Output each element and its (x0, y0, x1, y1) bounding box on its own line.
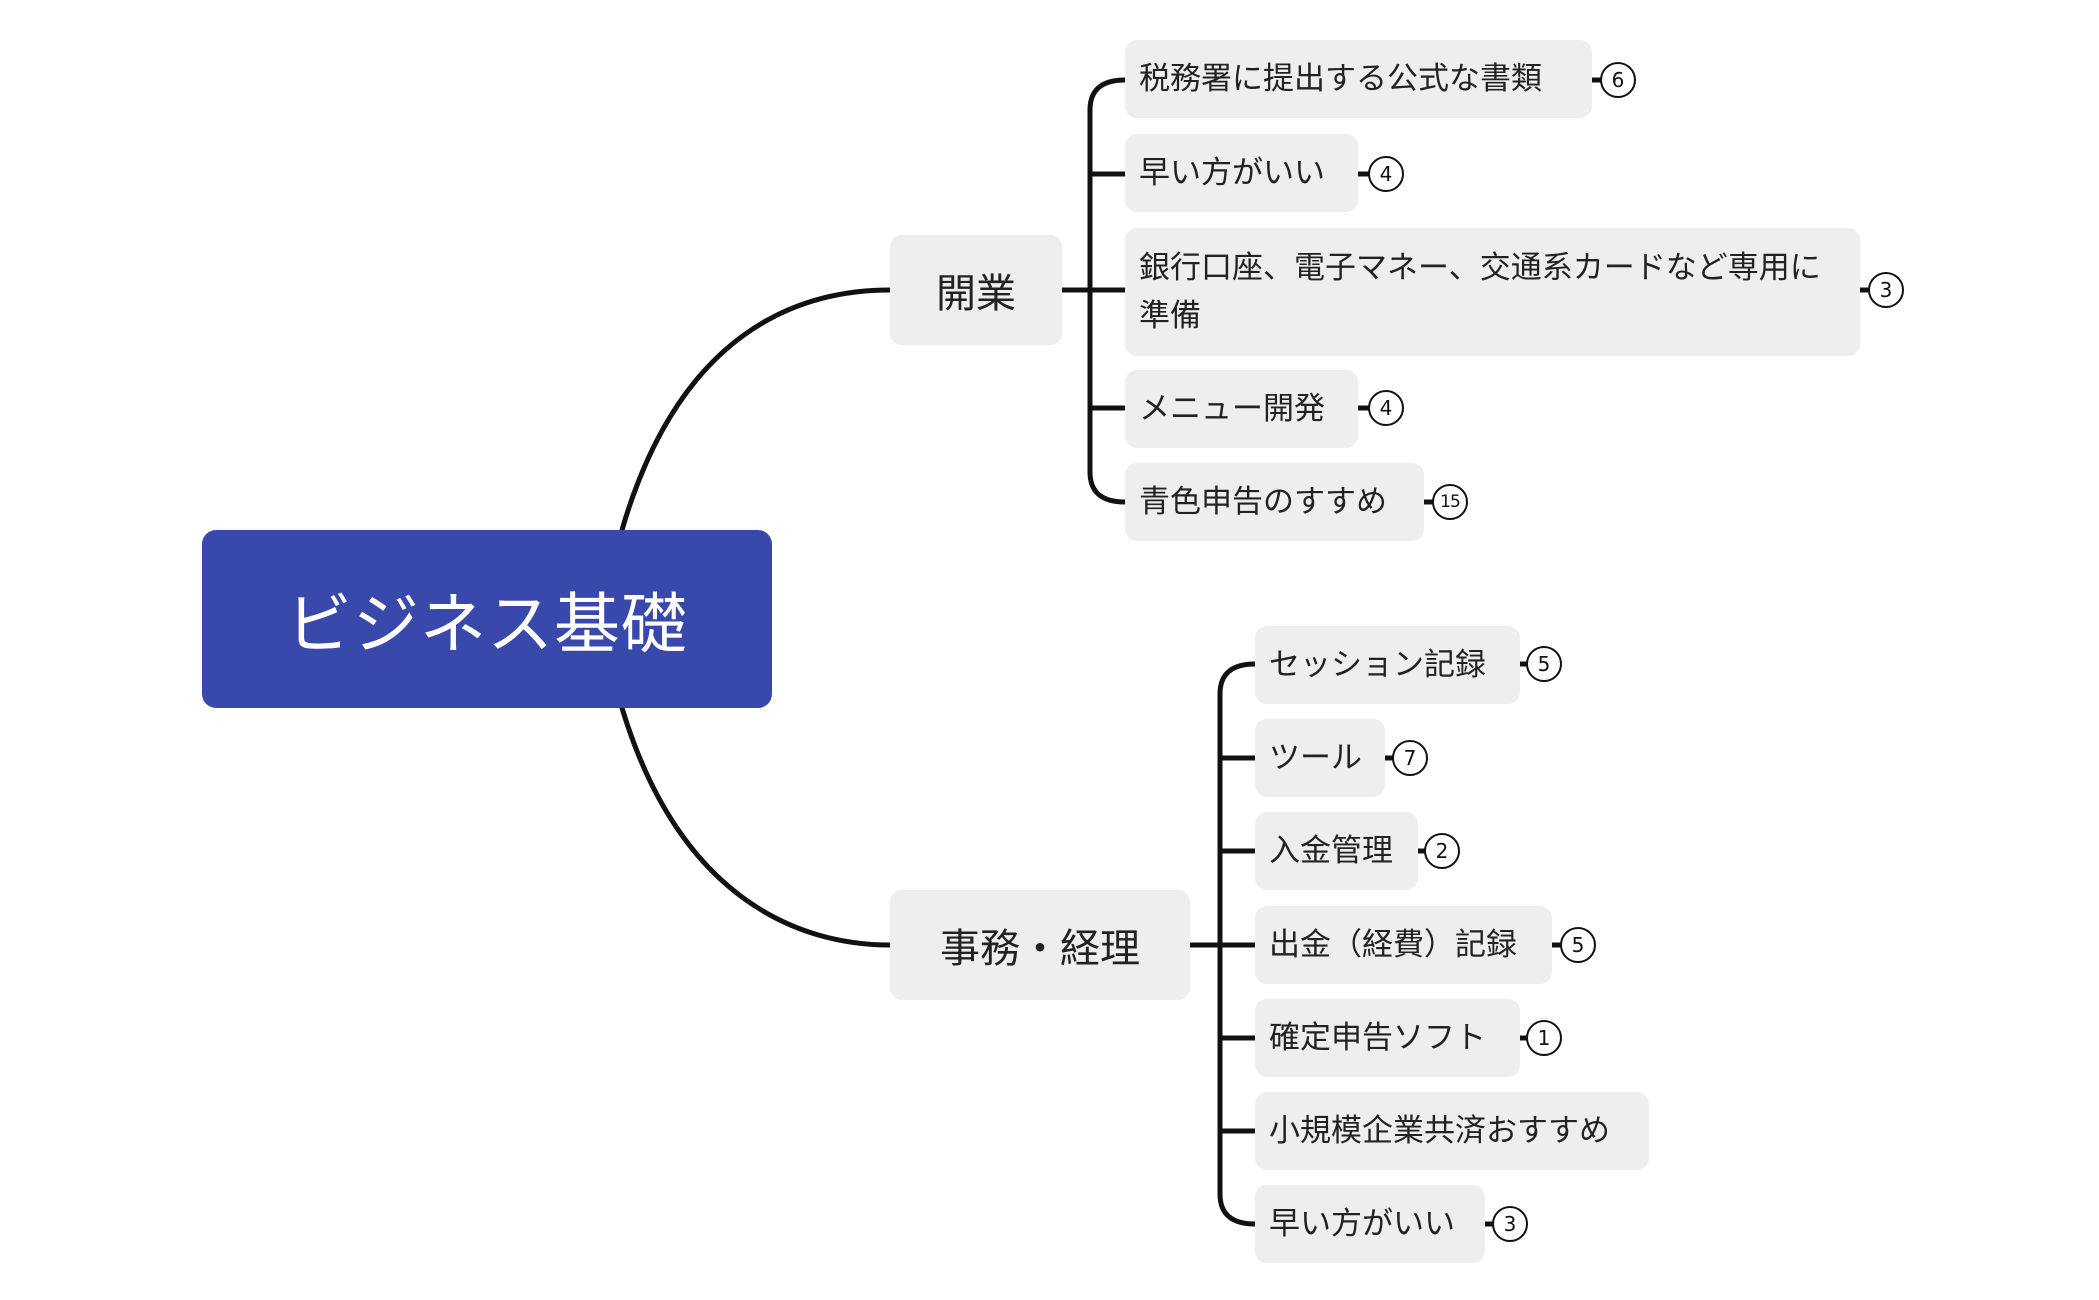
subtopic-jimu-3[interactable]: 入金管理 (1255, 812, 1418, 890)
topic-kaigyo[interactable]: 開業 (890, 235, 1062, 345)
subtopic-label: 入金管理 (1269, 833, 1393, 869)
subtopic-label: 確定申告ソフト (1269, 1020, 1486, 1056)
root-node[interactable]: ビジネス基礎 (202, 530, 772, 708)
subtopic-label: 税務署に提出する公式な書類 (1139, 61, 1542, 97)
subtopic-jimu-5[interactable]: 確定申告ソフト (1255, 999, 1520, 1077)
count-badge[interactable]: 2 (1424, 833, 1460, 869)
subtopic-label: 青色申告のすすめ (1139, 484, 1387, 520)
subtopic-kaigyo-1[interactable]: 税務署に提出する公式な書類 (1125, 40, 1592, 118)
subtopic-jimu-1[interactable]: セッション記録 (1255, 626, 1520, 704)
count-badge[interactable]: 4 (1368, 390, 1404, 426)
count-badge[interactable]: 6 (1600, 62, 1636, 98)
subtopic-label: 早い方がいい (1139, 155, 1325, 191)
subtopic-label: 銀行口座、電子マネー、交通系カードなど専用に準備 (1139, 250, 1821, 334)
connector-root-to-kaigyo (619, 287, 893, 533)
subtopic-kaigyo-2[interactable]: 早い方がいい (1125, 134, 1358, 212)
subtopic-kaigyo-3[interactable]: 銀行口座、電子マネー、交通系カードなど専用に準備 (1125, 228, 1860, 356)
count-badge[interactable]: 7 (1392, 740, 1428, 776)
subtopic-kaigyo-4[interactable]: メニュー開発 (1125, 370, 1358, 448)
subtopic-jimu-7[interactable]: 早い方がいい (1255, 1185, 1485, 1263)
topic-label: 開業 (936, 271, 1016, 317)
subtopic-label: セッション記録 (1269, 647, 1486, 683)
count-badge[interactable]: 1 (1526, 1020, 1562, 1056)
subtopic-label: 早い方がいい (1269, 1206, 1455, 1242)
subtopic-label: ツール (1269, 740, 1362, 776)
subtopic-kaigyo-5[interactable]: 青色申告のすすめ (1125, 463, 1424, 541)
connector-root-to-jimu (619, 705, 893, 948)
topic-jimu-keiri[interactable]: 事務・経理 (890, 890, 1190, 1000)
subtopic-label: メニュー開発 (1139, 391, 1325, 427)
count-badge[interactable]: 5 (1560, 927, 1596, 963)
topic-label: 事務・経理 (940, 926, 1140, 972)
subtopic-jimu-4[interactable]: 出金（経費）記録 (1255, 906, 1552, 984)
subtopic-jimu-2[interactable]: ツール (1255, 719, 1385, 797)
subtopic-label: 小規模企業共済おすすめ (1269, 1113, 1610, 1149)
count-badge[interactable]: 15 (1432, 484, 1468, 520)
count-badge[interactable]: 3 (1492, 1206, 1528, 1242)
root-label: ビジネス基礎 (286, 586, 688, 663)
count-badge[interactable]: 4 (1368, 156, 1404, 192)
subtopic-jimu-6[interactable]: 小規模企業共済おすすめ (1255, 1092, 1649, 1170)
count-badge[interactable]: 3 (1868, 272, 1904, 308)
count-badge[interactable]: 5 (1526, 646, 1562, 682)
subtopic-label: 出金（経費）記録 (1269, 927, 1517, 963)
